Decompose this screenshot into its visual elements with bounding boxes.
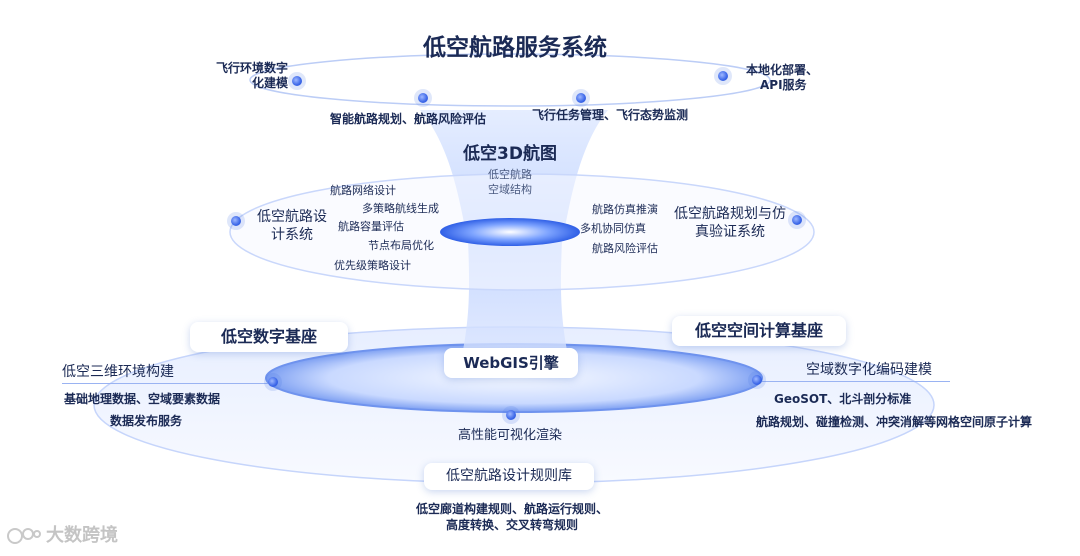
top-left-line-1: 飞行环境数字 (215, 61, 288, 75)
base-left-line-2: 数据发布服务 (110, 414, 183, 428)
top-left-line-2: 化建模 (251, 76, 288, 90)
middle-right-title-2: 真验证系统 (695, 223, 765, 240)
top-left-node-icon (292, 76, 302, 86)
top-right-node-icon (718, 71, 728, 81)
base-left-badge: 低空数字基座 (190, 322, 348, 352)
middle-right-title-1: 低空航路规划与仿 (674, 206, 786, 222)
middle-left-item-4: 节点布局优化 (368, 239, 434, 252)
middle-left-item-1: 航路网络设计 (330, 184, 396, 197)
top-bottom-left-node-icon (418, 93, 428, 103)
rules-line-2: 高度转换、交叉转弯规则 (445, 518, 578, 532)
middle-right-title: 低空航路规划与仿 真验证系统 (664, 206, 796, 241)
middle-right-item-1: 航路仿真推演 (592, 203, 658, 216)
center-title: 低空3D航图 (463, 144, 557, 164)
top-right-label: 本地化部署、 API服务 (746, 63, 818, 93)
middle-left-title-2: 计系统 (271, 226, 313, 243)
base-right-line-2: 航路规划、碰撞检测、冲突消解等网格空间原子计算 (756, 415, 1033, 429)
middle-left-item-2: 多策略航线生成 (362, 202, 439, 215)
base-right-badge: 低空空间计算基座 (672, 316, 846, 346)
top-ring (249, 53, 771, 107)
middle-left-title: 低空航路设 计系统 (250, 209, 334, 244)
middle-right-node-icon (792, 215, 802, 225)
base-right-line-1: GeoSOT、北斗剖分标准 (774, 392, 912, 406)
render-node-icon (506, 410, 516, 420)
top-right-line-1: 本地化部署、 (746, 63, 819, 77)
watermark-logo-icon (7, 528, 41, 544)
middle-left-title-1: 低空航路设 (257, 209, 327, 225)
watermark-text: 大数跨境 (46, 525, 118, 546)
middle-right-item-2: 多机协同仿真 (580, 222, 646, 235)
middle-left-node-icon (231, 216, 241, 226)
base-left-heading-line (62, 383, 272, 384)
center-sub-1: 低空航路 (488, 168, 532, 181)
base-right-heading: 空域数字化编码建模 (806, 362, 932, 378)
base-right-heading-line (762, 381, 950, 382)
base-left-line-1: 基础地理数据、空域要素数据 (64, 392, 221, 406)
middle-left-item-3: 航路容量评估 (338, 220, 404, 233)
render-label: 高性能可视化渲染 (457, 428, 562, 443)
page-title: 低空航路服务系统 (423, 35, 607, 61)
top-right-line-2: API服务 (760, 78, 807, 92)
top-bottom-right-node-icon (576, 93, 586, 103)
webgis-engine-badge: WebGIS引擎 (444, 348, 578, 378)
base-left-heading: 低空三维环境构建 (62, 364, 174, 380)
rules-line-1: 低空廊道构建规则、航路运行规则、 (415, 502, 608, 516)
top-bottom-left-label: 智能航路规划、航路风险评估 (330, 112, 487, 126)
rules-badge: 低空航路设计规则库 (424, 463, 594, 490)
center-sub-2: 空域结构 (488, 183, 532, 196)
middle-disc (440, 218, 580, 246)
base-left-node-icon (268, 377, 278, 387)
middle-left-item-5: 优先级策略设计 (334, 259, 411, 272)
middle-right-item-3: 航路风险评估 (592, 242, 658, 255)
top-left-label: 飞行环境数字 化建模 (190, 61, 288, 91)
top-bottom-right-label: 飞行任务管理、飞行态势监测 (532, 108, 689, 122)
base-right-node-icon (752, 375, 762, 385)
